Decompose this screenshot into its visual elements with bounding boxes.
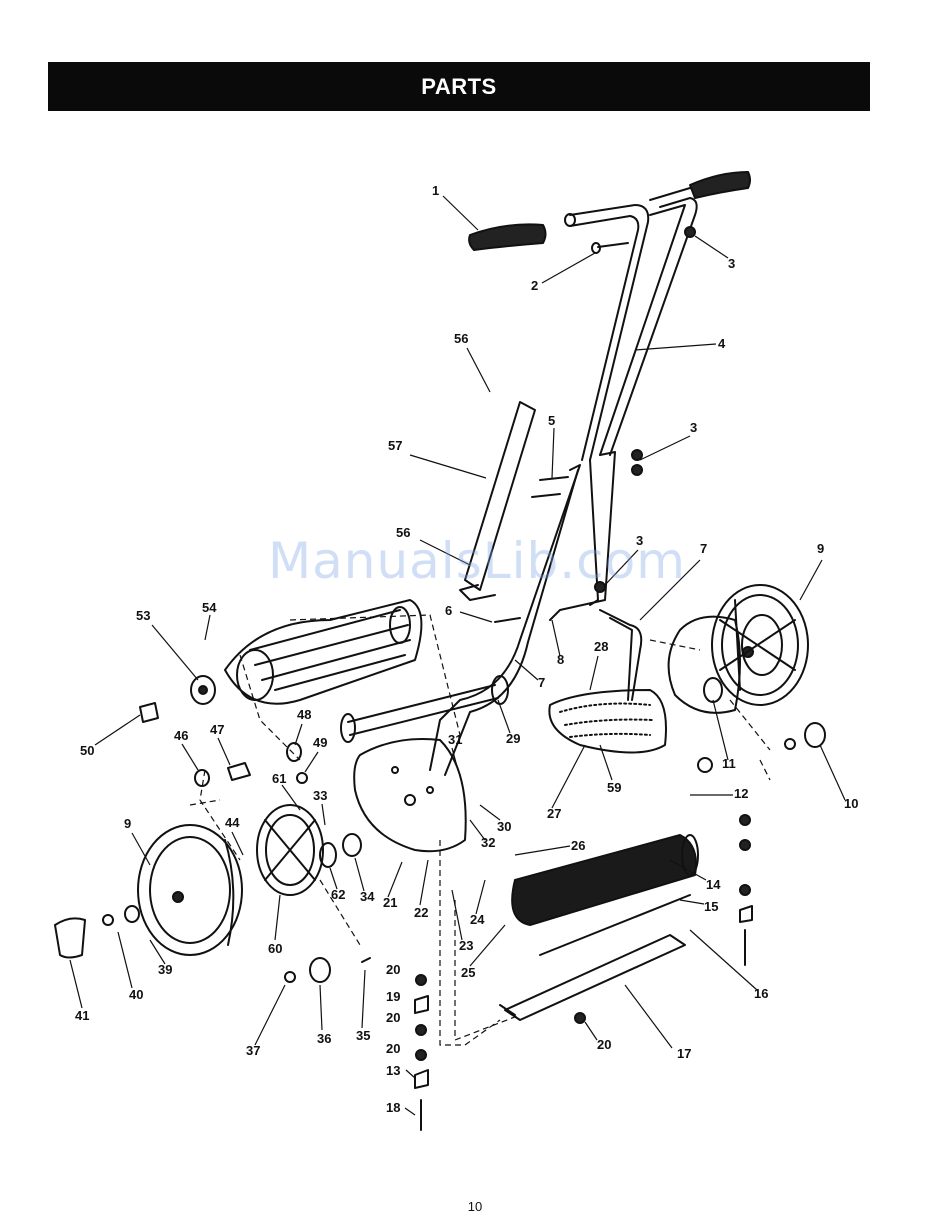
callout-62: 62 [331,887,345,902]
bearing-part-53 [191,676,215,704]
callout-20b: 20 [386,1010,400,1025]
callout-59: 59 [607,780,621,795]
callout-27: 27 [547,806,561,821]
callout-46: 46 [174,728,188,743]
bed-knife-part-17 [500,935,685,1020]
callout-12: 12 [734,786,748,801]
callout-54: 54 [202,600,217,615]
callout-25: 25 [461,965,475,980]
callout-15: 15 [704,899,718,914]
callout-48: 48 [297,707,311,722]
pinion-part-36 [310,958,330,982]
callout-9-right: 9 [817,541,824,556]
callout-18: 18 [386,1100,400,1115]
callout-57: 57 [388,438,402,453]
callout-19: 19 [386,989,400,1004]
reel-assembly [225,600,421,704]
callout-8: 8 [557,652,564,667]
bolt-part-2 [592,243,628,253]
callout-37: 37 [246,1043,260,1058]
callout-44: 44 [225,815,240,830]
nut-part-40 [103,915,113,925]
handle-lower-part-7 [430,452,641,775]
callout-24: 24 [470,912,485,927]
callout-6: 6 [445,603,452,618]
spacer-part-47 [228,763,250,780]
pinion-part-34 [343,834,361,856]
callout-3b: 3 [690,420,697,435]
cap-part-50 [140,703,158,722]
callout-53: 53 [136,608,150,623]
hand-grip-right [690,172,750,198]
callout-4: 4 [718,336,726,351]
callout-20a: 20 [386,962,400,977]
callout-10: 10 [844,796,858,811]
callout-14: 14 [706,877,721,892]
callout-22: 22 [414,905,428,920]
callout-40: 40 [129,987,143,1002]
callout-28: 28 [594,639,608,654]
callout-17: 17 [677,1046,691,1061]
roller-part-14 [512,835,698,925]
watermark: ManualsLib.com [268,532,686,590]
callout-33: 33 [313,788,327,803]
callout-13: 13 [386,1063,400,1078]
callout-5: 5 [548,413,555,428]
callout-41: 41 [75,1008,89,1023]
side-plate-part-22 [354,739,466,851]
callout-31: 31 [448,732,462,747]
callout-20d: 20 [597,1037,611,1052]
callout-50: 50 [80,743,94,758]
callout-1: 1 [432,183,439,198]
page-number: 10 [0,1199,950,1214]
pinion-part-10 [698,723,825,772]
adjust-bolt-part-18 [415,996,428,1130]
callout-34: 34 [360,889,375,904]
wheel-right-part-9 [712,585,808,705]
hand-grip-part-1 [469,224,545,250]
callout-9-left: 9 [124,816,131,831]
callout-56: 56 [454,331,468,346]
callout-16: 16 [754,986,768,1001]
pin-part-35 [362,958,370,962]
washer-part-39 [125,906,139,922]
nut-part-3-top [685,227,695,237]
wheel-left-part-9 [138,825,242,955]
callout-61: 61 [272,771,286,786]
handle-tube-part-4 [565,188,700,460]
side-plate-part-59 [549,690,666,753]
callout-20c: 20 [386,1041,400,1056]
callout-39: 39 [158,962,172,977]
callout-21: 21 [383,895,397,910]
callout-60: 60 [268,941,282,956]
callout-11: 11 [722,756,736,771]
callout-7: 7 [700,541,707,556]
callout-3: 3 [728,256,735,271]
callout-29: 29 [506,731,520,746]
hub-cap-part-41 [55,918,85,957]
callout-2: 2 [531,278,538,293]
callout-30: 30 [497,819,511,834]
callout-47: 47 [210,722,224,737]
axle-part-29 [341,676,508,742]
nut-part-37 [285,972,295,982]
callout-36: 36 [317,1031,331,1046]
spring-part-49 [297,773,307,783]
adjust-bolt-right [740,906,752,965]
assembly-lines [190,615,770,1045]
callout-49: 49 [313,735,327,750]
callout-26: 26 [571,838,585,853]
callout-23: 23 [459,938,473,953]
washer-part-46 [195,770,209,786]
callout-35: 35 [356,1028,370,1043]
callout-7b: 7 [538,675,545,690]
